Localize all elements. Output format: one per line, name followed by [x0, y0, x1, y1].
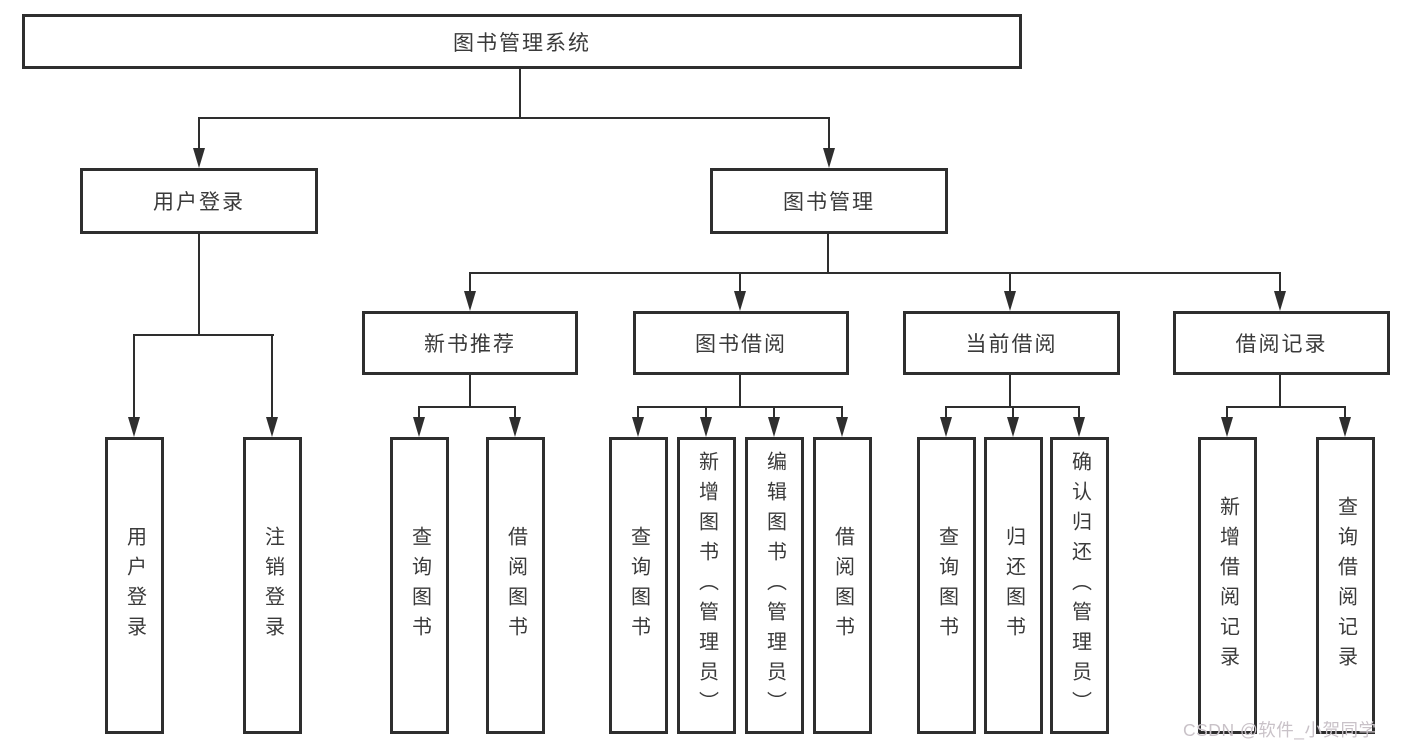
connector-to-leaf [1078, 407, 1080, 419]
arrowhead-down-icon [1007, 417, 1019, 437]
connector-to-book-borrow [739, 273, 741, 293]
csdn-watermark: CSDN @软件_小贺同学 [1183, 720, 1377, 740]
node-label: 图书借阅 [695, 333, 787, 356]
connector-current-borrow-stub [1009, 375, 1011, 407]
leaf-label: 编辑图书（管理员） [763, 450, 786, 721]
connector-root-to-book-mgmt [828, 118, 830, 150]
leaf-label: 借阅图书 [504, 525, 527, 646]
connector-user-login-stub [198, 234, 200, 335]
node-label: 图书管理系统 [453, 31, 591, 55]
connector-root-splitter [198, 117, 830, 119]
node-book-borrowing: 图书借阅 [633, 311, 849, 375]
leaf-query-books-borrowing: 查询图书 [609, 437, 668, 734]
leaf-add-books-admin: 新增图书（管理员） [677, 437, 736, 734]
leaf-label: 用户登录 [123, 525, 146, 646]
connector-to-leaf [418, 407, 420, 419]
connector-new-book-stub [469, 375, 471, 407]
connector-root-stub [519, 68, 521, 118]
connector-new-book-splitter [418, 406, 516, 408]
node-label: 用户登录 [153, 191, 245, 214]
connector-to-leaf [945, 407, 947, 419]
connector-book-borrow-stub [739, 375, 741, 407]
leaf-label: 注销登录 [261, 525, 284, 646]
leaf-query-borrow-record: 查询借阅记录 [1316, 437, 1375, 734]
leaf-query-books-newbook: 查询图书 [390, 437, 449, 734]
arrowhead-down-icon [1073, 417, 1085, 437]
node-new-book-recommend: 新书推荐 [362, 311, 578, 375]
leaf-borrow-books-borrowing: 借阅图书 [813, 437, 872, 734]
leaf-query-books-current: 查询图书 [917, 437, 976, 734]
leaf-label: 查询借阅记录 [1334, 495, 1357, 676]
node-user-login: 用户登录 [80, 168, 318, 234]
leaf-borrow-books-newbook: 借阅图书 [486, 437, 545, 734]
leaf-label: 借阅图书 [831, 525, 854, 646]
node-current-borrowing: 当前借阅 [903, 311, 1120, 375]
arrowhead-down-icon [464, 291, 476, 311]
leaf-confirm-return-admin: 确认归还（管理员） [1050, 437, 1109, 734]
connector-to-leaf [1226, 407, 1228, 419]
connector-borrow-record-splitter [1226, 406, 1346, 408]
leaf-logout: 注销登录 [243, 437, 302, 734]
connector-book-mgmt-splitter [469, 272, 1281, 274]
connector-root-to-user-login [198, 118, 200, 150]
leaf-add-borrow-record: 新增借阅记录 [1198, 437, 1257, 734]
leaf-label: 查询图书 [408, 525, 431, 646]
node-book-management: 图书管理 [710, 168, 948, 234]
arrowhead-down-icon [509, 417, 521, 437]
connector-to-leaf [514, 407, 516, 419]
connector-borrow-record-stub [1279, 375, 1281, 407]
connector-to-leaf [773, 407, 775, 419]
node-label: 当前借阅 [965, 333, 1058, 356]
connector-to-leaf-logout [271, 335, 273, 418]
leaf-user-login: 用户登录 [105, 437, 164, 734]
leaf-label: 查询图书 [627, 525, 650, 646]
node-label: 新书推荐 [424, 333, 516, 356]
leaf-label: 归还图书 [1002, 525, 1025, 646]
arrowhead-down-icon [734, 291, 746, 311]
connector-to-leaf-login [133, 335, 135, 418]
connector-to-new-book-rec [469, 273, 471, 293]
arrowhead-down-icon [823, 148, 835, 168]
node-label: 借阅记录 [1235, 333, 1328, 356]
connector-to-leaf [637, 407, 639, 419]
connector-to-leaf [705, 407, 707, 419]
node-borrowing-records: 借阅记录 [1173, 311, 1390, 375]
arrowhead-down-icon [940, 417, 952, 437]
leaf-label: 新增图书（管理员） [695, 450, 718, 721]
arrowhead-down-icon [768, 417, 780, 437]
arrowhead-down-icon [836, 417, 848, 437]
connector-to-current-borrow [1009, 273, 1011, 293]
arrowhead-down-icon [1004, 291, 1016, 311]
node-library-management-system: 图书管理系统 [22, 14, 1022, 69]
connector-book-borrow-splitter [637, 406, 843, 408]
leaf-label: 确认归还（管理员） [1068, 450, 1091, 721]
connector-user-login-splitter [133, 334, 274, 336]
arrowhead-down-icon [193, 148, 205, 168]
arrowhead-down-icon [632, 417, 644, 437]
leaf-label: 查询图书 [935, 525, 958, 646]
arrowhead-down-icon [1221, 417, 1233, 437]
connector-to-leaf [841, 407, 843, 419]
arrowhead-down-icon [413, 417, 425, 437]
arrowhead-down-icon [700, 417, 712, 437]
arrowhead-down-icon [266, 417, 278, 437]
leaf-label: 新增借阅记录 [1216, 495, 1239, 676]
connector-book-mgmt-stub [827, 234, 829, 273]
connector-to-leaf [1344, 407, 1346, 419]
arrowhead-down-icon [128, 417, 140, 437]
connector-to-borrow-record [1279, 273, 1281, 293]
arrowhead-down-icon [1339, 417, 1351, 437]
arrowhead-down-icon [1274, 291, 1286, 311]
node-label: 图书管理 [783, 191, 875, 214]
leaf-edit-books-admin: 编辑图书（管理员） [745, 437, 804, 734]
leaf-return-books: 归还图书 [984, 437, 1043, 734]
connector-to-leaf [1012, 407, 1014, 419]
